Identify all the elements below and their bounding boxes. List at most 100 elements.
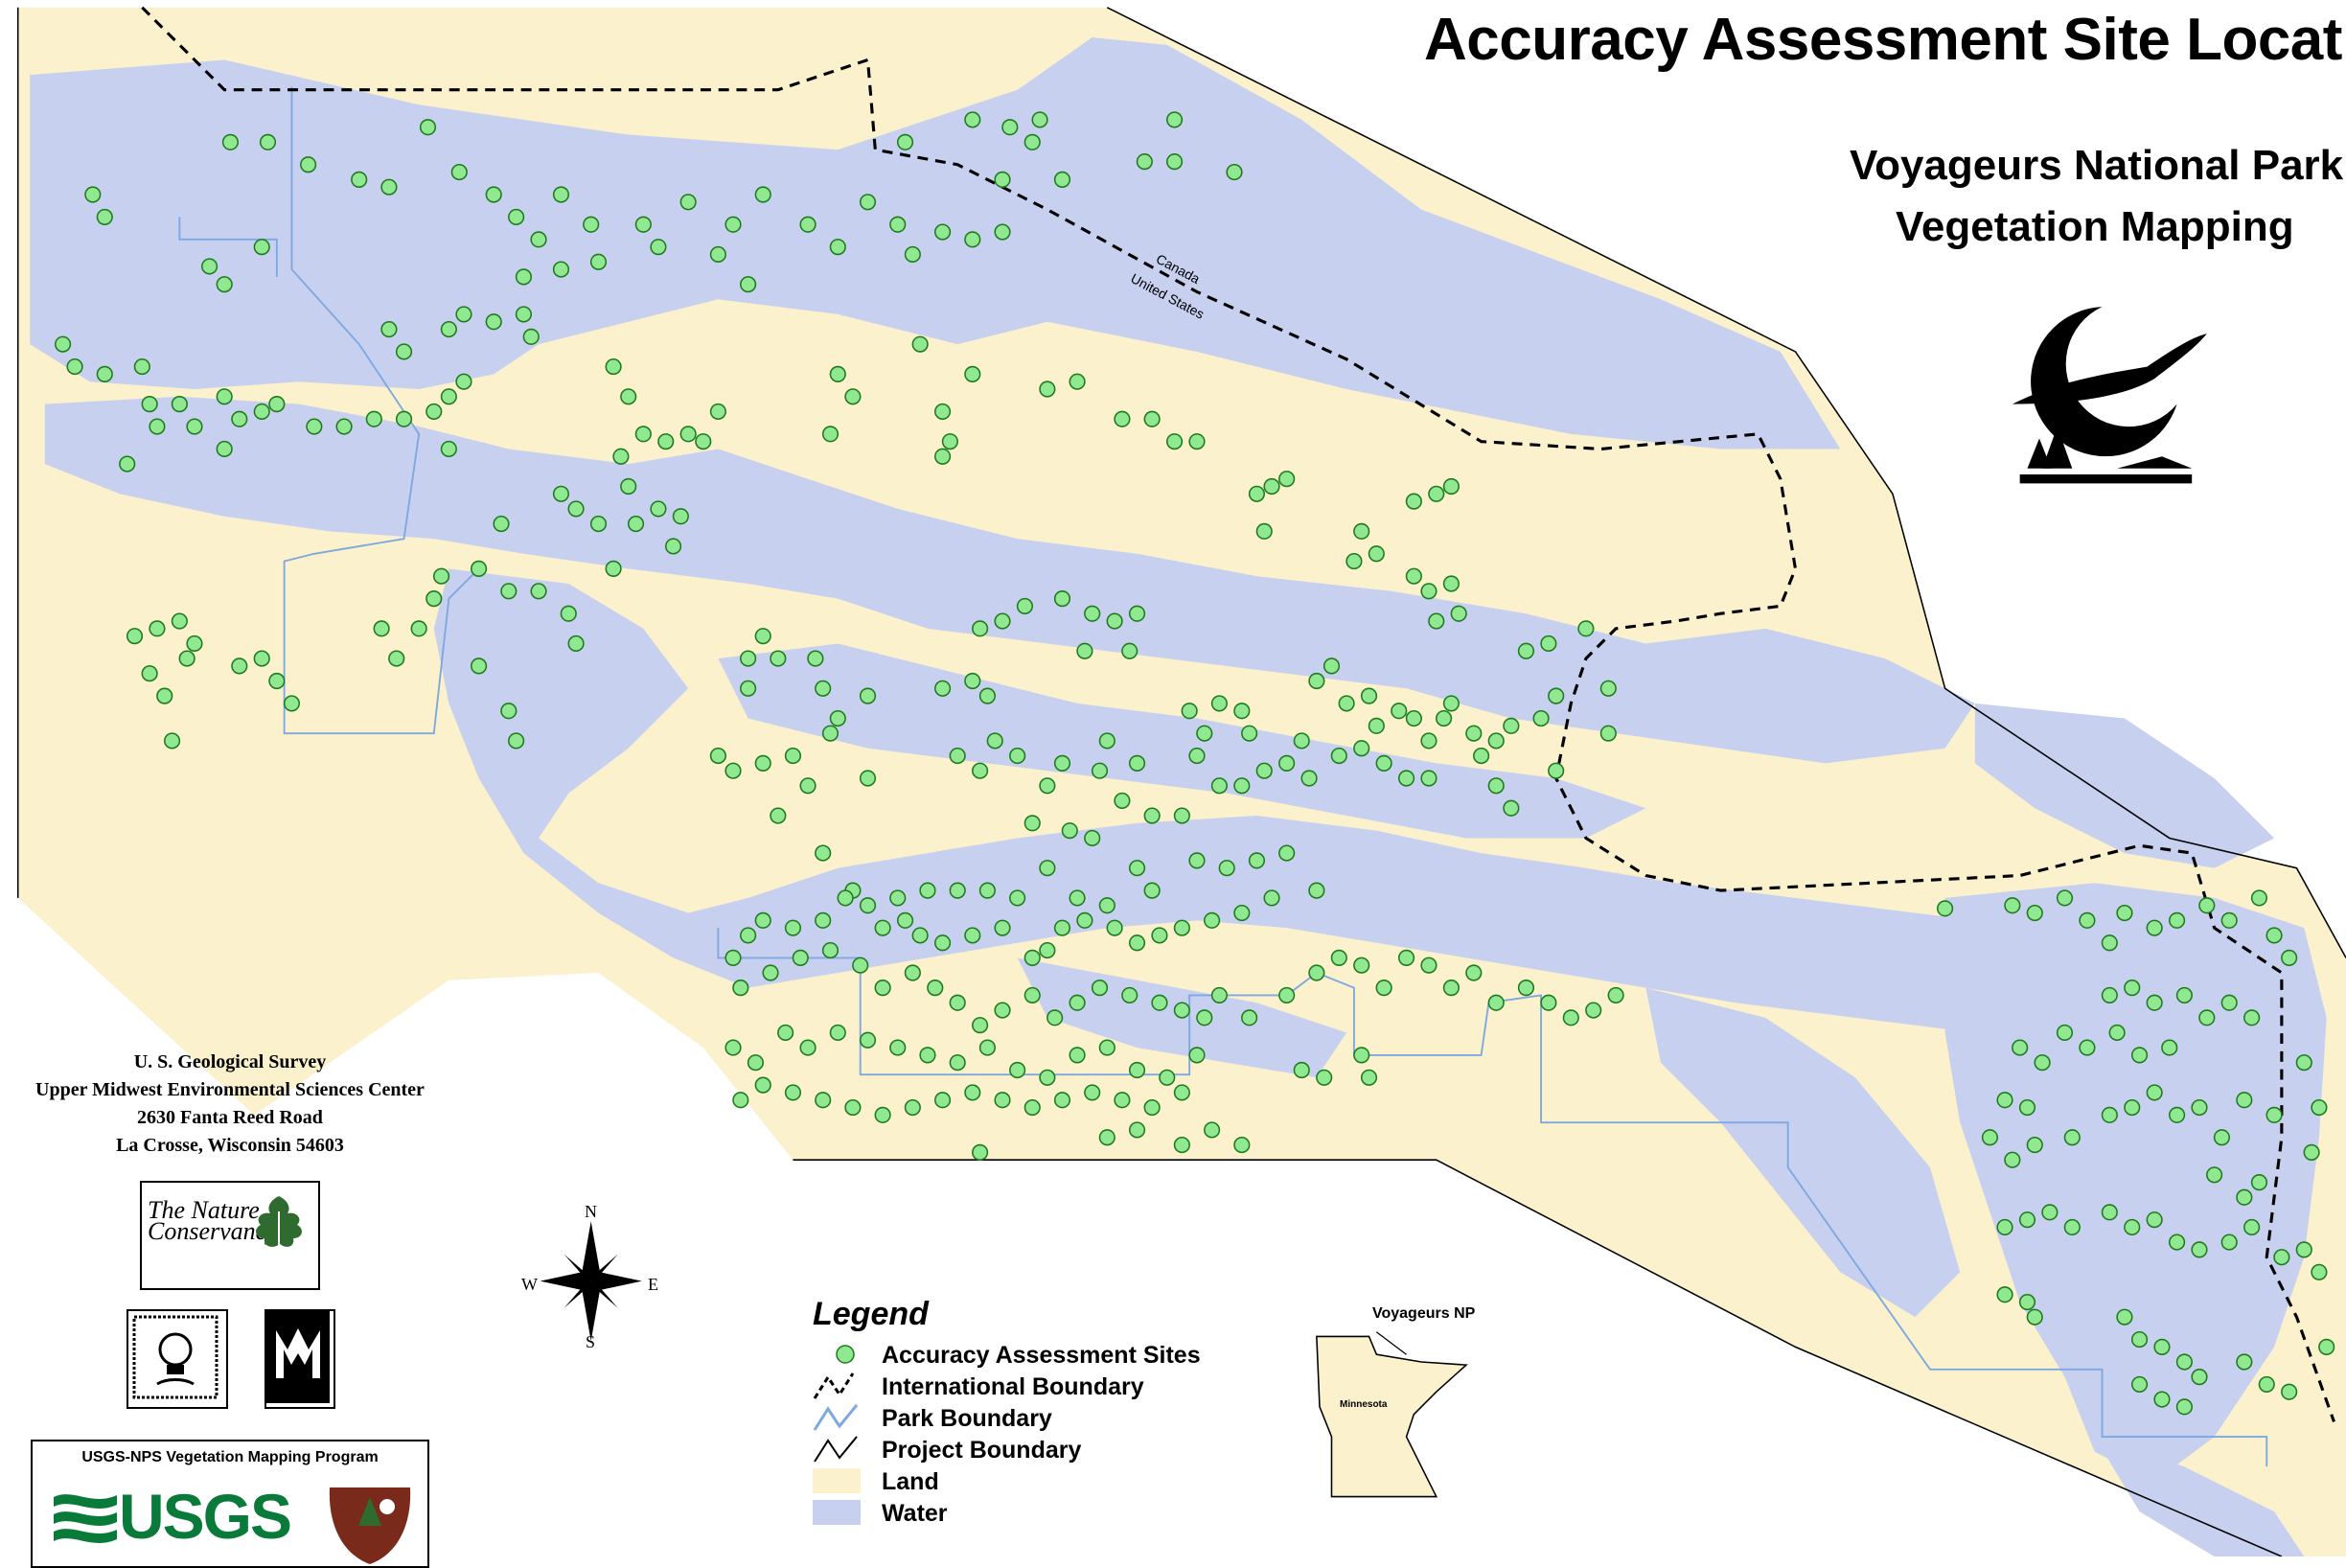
site-marker [919, 882, 936, 899]
site-marker [508, 732, 525, 749]
loon-emblem-icon [2012, 307, 2207, 484]
site-marker [964, 365, 981, 382]
site-marker [2161, 1039, 2178, 1056]
site-marker [1188, 852, 1206, 869]
site-marker [1599, 725, 1617, 742]
site-marker [186, 634, 203, 653]
site-marker [426, 590, 443, 608]
site-marker [1053, 1092, 1071, 1109]
site-marker [268, 672, 286, 690]
site-marker [231, 410, 248, 427]
site-marker [1322, 657, 1341, 675]
site-marker [419, 119, 437, 136]
map-title: Accuracy Assessment Site Locatio [1424, 7, 2346, 73]
site-marker [679, 194, 697, 211]
usgs-wave-icon [54, 1494, 117, 1543]
site-marker [1128, 1061, 1146, 1079]
legend-label-park: Park Boundary [882, 1405, 1052, 1432]
site-marker [2303, 1143, 2320, 1161]
site-marker [268, 396, 286, 413]
legend-item-project: Project Boundary [811, 1435, 1252, 1464]
site-marker [1039, 380, 1056, 398]
site-marker [679, 426, 697, 443]
site-marker [1548, 687, 1565, 704]
site-marker [54, 335, 72, 353]
map-subtitle-program: Vegetation Mapping [1896, 203, 2294, 250]
site-marker [1442, 477, 1460, 496]
site-marker [522, 328, 540, 345]
site-marker [2243, 1218, 2261, 1236]
site-marker [216, 388, 233, 405]
site-marker [1196, 725, 1213, 742]
site-marker [2012, 1039, 2029, 1056]
site-marker [1293, 1061, 1310, 1079]
site-marker [1039, 860, 1056, 877]
site-marker [1428, 485, 1445, 502]
site-marker [2116, 1308, 2133, 1326]
site-marker [620, 477, 637, 496]
legend-item-land: Land [811, 1466, 1252, 1495]
site-marker [1353, 740, 1370, 757]
site-marker [949, 994, 966, 1011]
site-marker [2101, 1204, 2118, 1221]
site-marker [1143, 410, 1161, 427]
site-marker [1353, 522, 1370, 540]
site-marker [2281, 1383, 2298, 1400]
site-marker [1173, 919, 1190, 936]
site-marker [994, 171, 1011, 188]
site-marker [2295, 1054, 2312, 1072]
site-marker [133, 357, 150, 376]
site-marker [1330, 747, 1347, 765]
site-marker [455, 306, 472, 323]
site-marker [163, 732, 181, 749]
site-marker [2236, 1353, 2253, 1371]
site-marker [1405, 493, 1422, 510]
site-marker [171, 396, 188, 413]
site-marker [1016, 597, 1034, 615]
site-marker [2079, 911, 2096, 929]
site-marker [2175, 1398, 2193, 1416]
site-marker [306, 418, 323, 435]
site-marker [432, 567, 450, 585]
site-marker [552, 186, 570, 203]
site-marker [515, 306, 533, 323]
site-marker [1128, 860, 1146, 877]
address-line-4: La Crosse, Wisconsin 54603 [116, 1135, 344, 1156]
site-marker [1106, 919, 1123, 936]
site-marker [1210, 695, 1228, 712]
site-marker [1241, 725, 1258, 742]
site-marker [1114, 792, 1131, 810]
site-marker [1473, 747, 1490, 765]
site-marker [2004, 1151, 2021, 1168]
site-marker [634, 426, 652, 443]
site-marker [784, 1084, 802, 1101]
site-marker [972, 620, 989, 637]
site-marker [1091, 980, 1109, 997]
site-marker [852, 957, 869, 974]
site-marker [1420, 732, 1438, 749]
site-marker [815, 844, 832, 862]
site-marker [904, 245, 921, 264]
site-marker [874, 1106, 891, 1123]
site-marker [1540, 634, 1557, 653]
site-marker [1996, 1092, 2013, 1109]
park-boundary-line [178, 86, 2268, 1467]
site-marker [807, 650, 824, 667]
site-marker [1136, 153, 1153, 171]
compass-north-label: N [585, 1202, 597, 1221]
project-boundary-line [16, 7, 2346, 1556]
site-marker [1106, 612, 1123, 630]
site-marker [1996, 1286, 2013, 1303]
site-marker [1173, 807, 1190, 824]
site-marker [96, 208, 113, 226]
site-marker [2153, 1391, 2171, 1408]
site-marker [1503, 717, 1520, 734]
site-marker [2026, 904, 2043, 922]
site-marker [821, 426, 840, 443]
site-marker [440, 388, 457, 405]
site-marker [2079, 1039, 2096, 1056]
site-marker [530, 231, 547, 248]
site-marker [493, 515, 510, 533]
site-marker [2130, 1047, 2149, 1064]
site-marker [2250, 1174, 2268, 1191]
